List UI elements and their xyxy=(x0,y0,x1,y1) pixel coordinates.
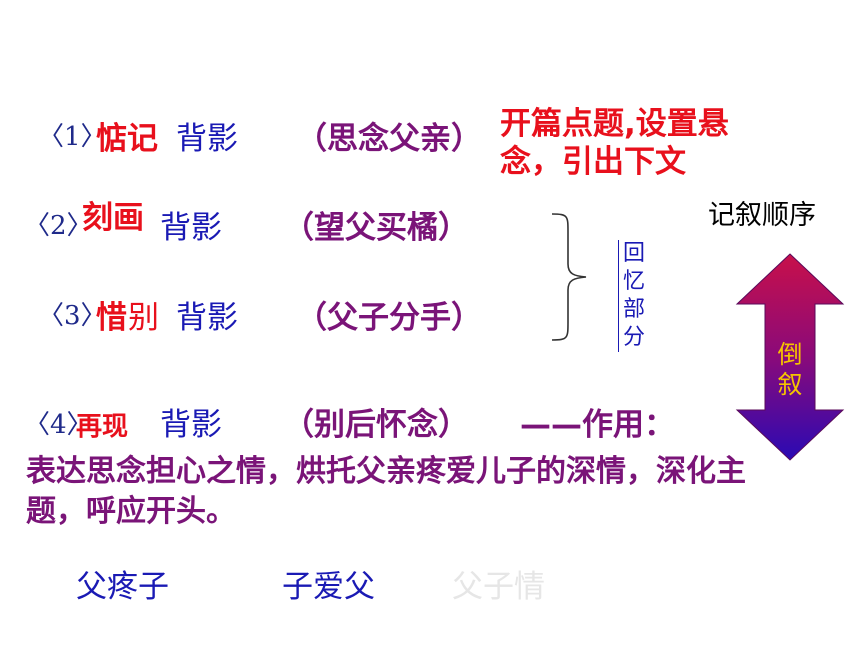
row-2-number: 〈2〉 xyxy=(24,211,93,241)
row-4-content: （别后怀念） xyxy=(283,407,469,443)
row-4-verb: 再现 xyxy=(76,412,129,442)
row-4-noun: 背影 xyxy=(160,407,222,443)
row-1-noun: 背影 xyxy=(176,121,238,157)
flashback-arrow-icon xyxy=(735,253,845,461)
row-3-content: （父子分手） xyxy=(296,300,482,336)
row-3-verb: 惜 xyxy=(96,300,127,336)
intro-note: 开篇点题,设置悬念，引出下文 xyxy=(500,106,729,180)
narrative-order-label: 记叙顺序 xyxy=(708,200,816,231)
row-1-number: 〈1〉 xyxy=(38,122,107,152)
bottom-father-son-bond: 父子情 xyxy=(452,569,545,605)
bottom-father-loves-son: 父疼子 xyxy=(76,569,169,605)
effect-text: 表达思念担心之情，烘托父亲疼爱儿子的深情，深化主题，呼应开头。 xyxy=(26,454,746,529)
right-brace xyxy=(551,213,587,341)
row-3-number: 〈3〉 xyxy=(38,301,107,331)
row-3-verb-suffix: 别 xyxy=(128,300,159,336)
memory-label: 回忆部分 xyxy=(622,241,645,350)
row-4-number: 〈4〉 xyxy=(24,410,93,440)
row-1-content: （思念父亲） xyxy=(296,121,482,157)
flashback-label: 倒叙 xyxy=(777,340,803,399)
row-2-noun: 背影 xyxy=(160,210,222,246)
row-4-tail: ——作用： xyxy=(520,407,675,443)
row-2-verb: 刻画 xyxy=(82,200,144,236)
bottom-son-loves-father: 子爱父 xyxy=(282,569,375,605)
row-3-noun: 背影 xyxy=(176,300,238,336)
memory-label-frame xyxy=(618,240,651,352)
row-1-verb: 惦记 xyxy=(96,121,158,157)
row-2-content: （望父买橘） xyxy=(283,210,469,246)
